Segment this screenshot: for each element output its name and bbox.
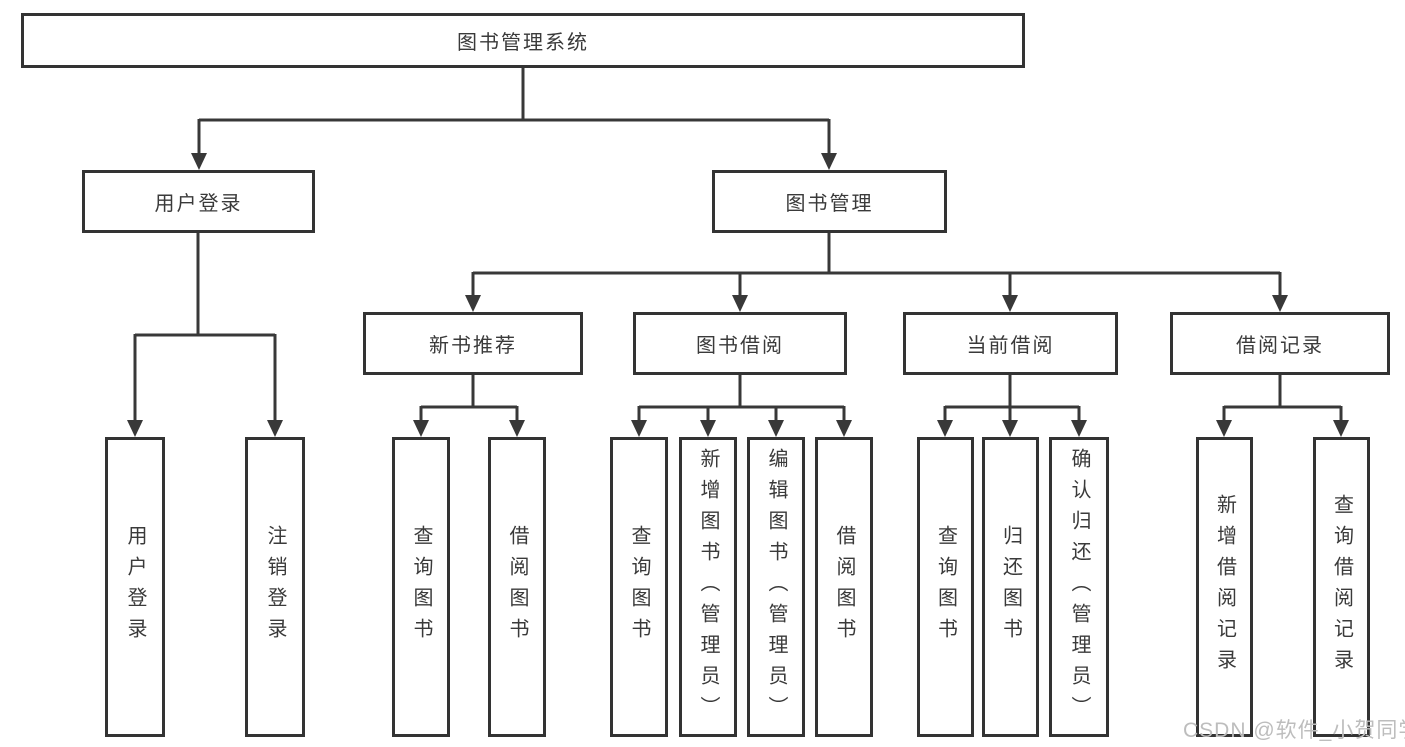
leaf-label: 借阅图书 bbox=[833, 525, 855, 649]
leaf-borrow-book-2: 借阅图书 bbox=[815, 437, 873, 737]
arrowhead bbox=[1002, 420, 1018, 437]
leaf-borrow-book-1: 借阅图书 bbox=[488, 437, 546, 737]
leaf-query-book-2: 查询图书 bbox=[610, 437, 668, 737]
node-label: 新书推荐 bbox=[429, 335, 517, 357]
node-label: 当前借阅 bbox=[966, 335, 1055, 357]
arrowhead bbox=[1002, 295, 1018, 312]
node-new-book-recommend: 新书推荐 bbox=[363, 312, 583, 375]
leaf-logout: 注销登录 bbox=[245, 437, 305, 737]
leaf-label: 编辑图书（管理员） bbox=[765, 447, 787, 727]
connector-root bbox=[191, 68, 837, 170]
connector-new-book bbox=[413, 375, 525, 437]
arrowhead bbox=[509, 420, 525, 437]
connector-borrow-record bbox=[1216, 375, 1349, 437]
leaf-return-book: 归还图书 bbox=[982, 437, 1039, 737]
leaf-confirm-return-admin: 确认归还（管理员） bbox=[1049, 437, 1109, 737]
node-book-borrow: 图书借阅 bbox=[633, 312, 847, 375]
arrowhead bbox=[768, 420, 784, 437]
node-root-label: 图书管理系统 bbox=[457, 32, 589, 54]
arrowhead bbox=[732, 295, 748, 312]
leaf-label: 借阅图书 bbox=[506, 525, 528, 649]
arrowhead bbox=[191, 153, 207, 170]
arrowhead bbox=[631, 420, 647, 437]
connector-book-management bbox=[465, 233, 1288, 312]
leaf-label: 查询借阅记录 bbox=[1330, 494, 1353, 680]
arrowhead bbox=[700, 420, 716, 437]
leaf-label: 新增图书（管理员） bbox=[697, 447, 719, 727]
arrowhead bbox=[1272, 295, 1288, 312]
connector-book-borrow bbox=[631, 375, 852, 437]
node-user-login-group: 用户登录 bbox=[82, 170, 315, 233]
leaf-query-book-1: 查询图书 bbox=[392, 437, 450, 737]
arrowhead bbox=[1333, 420, 1349, 437]
leaf-label: 用户登录 bbox=[124, 525, 146, 649]
arrowhead bbox=[836, 420, 852, 437]
arrowhead bbox=[821, 153, 837, 170]
node-book-management: 图书管理 bbox=[712, 170, 947, 233]
arrowhead bbox=[127, 420, 143, 437]
leaf-add-borrow-record: 新增借阅记录 bbox=[1196, 437, 1253, 737]
node-current-borrow: 当前借阅 bbox=[903, 312, 1118, 375]
connector-user-login bbox=[127, 233, 283, 437]
arrowhead bbox=[1216, 420, 1232, 437]
leaf-label: 注销登录 bbox=[264, 525, 286, 649]
leaf-label: 查询图书 bbox=[410, 525, 432, 649]
connector-current-borrow bbox=[937, 375, 1087, 437]
leaf-edit-book-admin: 编辑图书（管理员） bbox=[747, 437, 805, 737]
arrowhead bbox=[937, 420, 953, 437]
node-label: 用户登录 bbox=[154, 193, 243, 215]
leaf-label: 查询图书 bbox=[628, 525, 650, 649]
arrowhead bbox=[465, 295, 481, 312]
leaf-label: 新增借阅记录 bbox=[1213, 494, 1236, 680]
leaf-label: 确认归还（管理员） bbox=[1068, 447, 1090, 727]
node-borrow-record: 借阅记录 bbox=[1170, 312, 1390, 375]
csdn-watermark: CSDN @软件_小贺同学 bbox=[1183, 719, 1405, 742]
node-root-library-system: 图书管理系统 bbox=[21, 13, 1025, 68]
node-label: 借阅记录 bbox=[1236, 335, 1324, 357]
node-label: 图书借阅 bbox=[696, 335, 784, 357]
leaf-user-login: 用户登录 bbox=[105, 437, 165, 737]
node-label: 图书管理 bbox=[785, 193, 874, 215]
arrowhead bbox=[413, 420, 429, 437]
arrowhead bbox=[1071, 420, 1087, 437]
leaf-label: 查询图书 bbox=[934, 525, 957, 649]
leaf-query-borrow-record: 查询借阅记录 bbox=[1313, 437, 1370, 737]
arrowhead bbox=[267, 420, 283, 437]
leaf-label: 归还图书 bbox=[999, 525, 1022, 649]
leaf-query-book-3: 查询图书 bbox=[917, 437, 974, 737]
leaf-add-book-admin: 新增图书（管理员） bbox=[679, 437, 737, 737]
